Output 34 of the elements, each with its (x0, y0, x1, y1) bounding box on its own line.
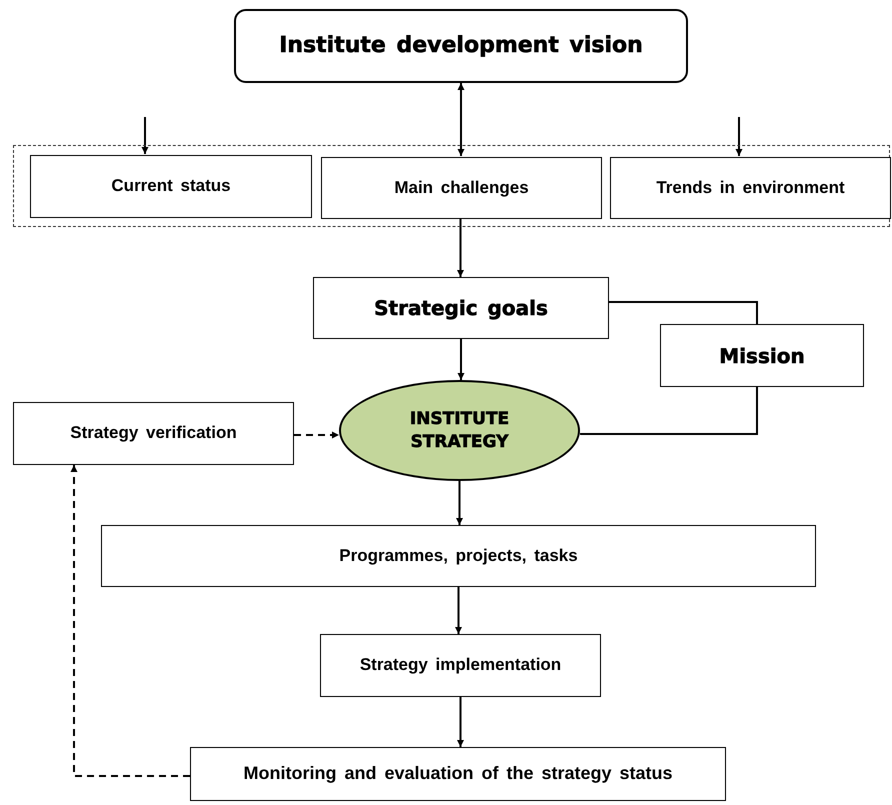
process-box (321, 157, 602, 219)
arrow (456, 481, 463, 525)
arrow (457, 697, 464, 747)
process-box (30, 155, 312, 218)
arrow (70, 465, 190, 777)
process-box (13, 402, 294, 465)
arrow (457, 218, 464, 277)
box-label: Institute development vision (279, 32, 643, 60)
ellipse-label: INSTITUTE STRATEGY (408, 408, 510, 454)
box-label: Trends in environment (656, 178, 845, 198)
arrow (294, 432, 339, 438)
arrow (455, 587, 462, 634)
box-label: Monitoring and evaluation of the strategy status (243, 763, 673, 785)
connector-line (609, 301, 758, 324)
arrow (458, 83, 464, 156)
arrow (736, 117, 742, 156)
box-label: Strategy verification (70, 423, 237, 444)
box-label: Current status (111, 176, 231, 197)
box-label: Main challenges (394, 178, 529, 198)
process-box (660, 324, 864, 387)
box-label: Programmes, projects, tasks (339, 546, 578, 566)
box-label: Strategy implementation (360, 655, 562, 676)
arrow (142, 117, 148, 154)
group-frame (13, 145, 890, 227)
box-label: Mission (719, 344, 805, 368)
process-box (101, 525, 816, 587)
connector-line (580, 387, 758, 435)
process-box (610, 157, 891, 219)
process-box (190, 747, 726, 801)
process-box (313, 277, 609, 339)
vision-box (234, 9, 688, 83)
arrow (458, 339, 464, 380)
box-label: Strategic goals (374, 296, 548, 320)
process-box (320, 634, 601, 697)
